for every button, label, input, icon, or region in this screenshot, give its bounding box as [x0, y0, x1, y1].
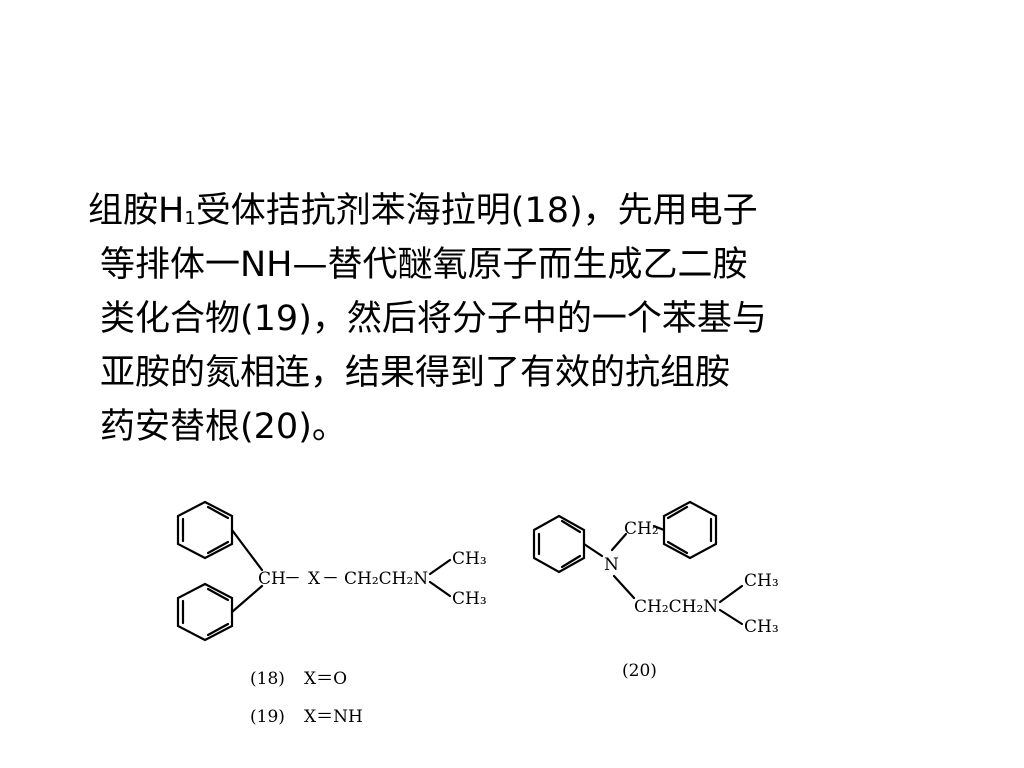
bond-n-ch3-bottom	[718, 608, 744, 626]
chemical-structures-figure: CH － X － CH₂CH₂N CH₃ CH₃	[160, 478, 800, 746]
methylene-ch2: CH₂	[624, 519, 659, 539]
chain-ch2ch2n: CH₂CH₂N	[344, 569, 428, 589]
atom-n: N	[604, 555, 619, 575]
label-20-number: (20)	[622, 661, 657, 681]
subscript: 1	[184, 208, 196, 229]
bond-dash-2: －	[322, 569, 339, 589]
chain-ch2ch2n: CH₂CH₂N	[634, 597, 718, 617]
methyl-bottom: CH₃	[452, 589, 487, 609]
label-19-definition: X＝NH	[304, 707, 363, 727]
paragraph-line-3: 类化合物(19)，然后将分子中的一个苯基与	[100, 299, 767, 339]
atom-x: X	[308, 569, 321, 589]
text-segment: 组胺H	[88, 191, 185, 231]
atom-ch: CH	[258, 569, 286, 589]
benzene-ring-top	[176, 500, 234, 560]
bond-dash-1: －	[284, 569, 301, 589]
structure-20: N CH₂ CH₂CH₂N CH₃ CH₃	[532, 500, 779, 637]
structure-18-19: CH － X － CH₂CH₂N CH₃ CH₃	[176, 500, 487, 642]
bond-n-ch2	[610, 532, 628, 552]
paragraph-line-1: 组胺H1受体拮抗剂苯海拉明(18)，先用电子	[88, 184, 968, 238]
methyl-top: CH₃	[452, 549, 487, 569]
benzene-ring-phenyl	[532, 514, 586, 574]
bond-n-ch3-top	[428, 558, 452, 576]
bond-n-ch3-bottom	[428, 580, 452, 598]
paragraph-line-4: 亚胺的氮相连，结果得到了有效的抗组胺	[100, 353, 731, 393]
bond-ring-ch-bottom	[230, 584, 264, 614]
benzene-ring-benzyl	[662, 500, 718, 560]
paragraph-line-5: 药安替根(20)。	[100, 407, 347, 447]
label-18-number: (18)	[250, 669, 285, 689]
bond-n-chain	[612, 574, 636, 600]
text-segment: 受体拮抗剂苯海拉明(18)，先用电子	[195, 191, 758, 231]
methyl-top: CH₃	[744, 571, 779, 591]
bond-ch2-ring	[652, 524, 666, 532]
label-18-definition: X＝O	[304, 669, 347, 689]
bond-ring-ch-top	[230, 528, 264, 572]
structures-svg: CH － X － CH₂CH₂N CH₃ CH₃	[176, 500, 779, 727]
paragraph-line-2: 等排体一NH—替代醚氧原子而生成乙二胺	[100, 245, 748, 285]
bond-phenyl-n	[582, 542, 604, 558]
methyl-bottom: CH₃	[744, 617, 779, 637]
label-19-number: (19)	[250, 707, 285, 727]
body-paragraph: 组胺H1受体拮抗剂苯海拉明(18)，先用电子 等排体一NH—替代醚氧原子而生成乙…	[88, 184, 968, 454]
benzene-ring-bottom	[176, 582, 234, 642]
bond-n-ch3-top	[718, 584, 744, 604]
